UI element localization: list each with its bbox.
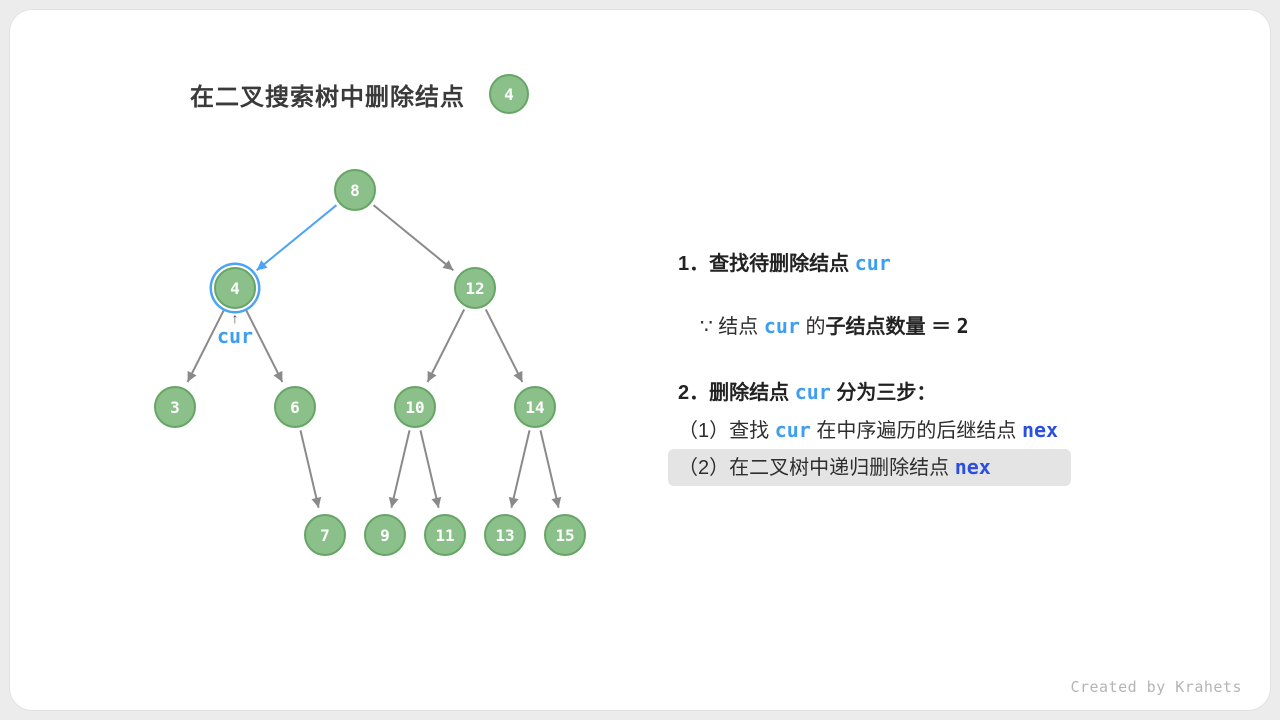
tree-node-6: 6 (274, 386, 316, 428)
tree-node-8: 8 (334, 169, 376, 211)
tree-edge-8-4 (256, 204, 338, 272)
tree-node-14: 14 (514, 386, 556, 428)
code-token-nex: nex (954, 455, 991, 479)
note-line-5: （2）在二叉树中递归删除结点 nex (668, 449, 1071, 486)
tree-edge-4-3 (186, 308, 226, 383)
code-token-cur: cur (774, 418, 811, 442)
page-title: 在二叉搜索树中删除结点 (190, 83, 465, 111)
note-line-3: 2．删除结点 cur 分为三步： (678, 374, 936, 411)
tree-edge-10-9 (388, 430, 411, 508)
tree-node-11: 11 (424, 514, 466, 556)
code-token-cur: cur (854, 251, 891, 275)
text-segment: 子结点数量 (825, 316, 926, 338)
text-segment: 2 (956, 314, 969, 338)
text-segment: ＝ (925, 316, 957, 338)
tree-node-13: 13 (484, 514, 526, 556)
tree-edge-8-12 (372, 204, 454, 272)
text-segment: ∵ 结点 (700, 316, 764, 338)
text-segment: （1）查找 (678, 420, 775, 442)
tree-edge-10-11 (419, 430, 442, 508)
tree-node-3: 3 (154, 386, 196, 428)
note-line-4: （1）查找 cur 在中序遍历的后继结点 nex (678, 412, 1058, 449)
cur-pointer: ↑ cur (216, 310, 254, 348)
text-segment: 的 (799, 316, 826, 338)
up-arrow-icon: ↑ (231, 310, 239, 326)
figure-card (10, 10, 1270, 710)
tree-edge-14-15 (539, 430, 562, 508)
watermark: Created by Krahets (1070, 678, 1242, 696)
note-line-1: 1．查找待删除结点 cur (678, 245, 891, 282)
code-token-cur: cur (763, 314, 800, 338)
cur-pointer-label: cur (216, 324, 254, 348)
tree-node-15: 15 (544, 514, 586, 556)
text-segment: （2）在二叉树中递归删除结点 (678, 457, 955, 479)
note-line-2: ∵ 结点 cur 的子结点数量 ＝ 2 (700, 308, 969, 345)
text-segment: 1．查找待删除结点 (678, 253, 855, 275)
text-segment: 2．删除结点 (678, 382, 795, 404)
tree-edge-6-7 (299, 430, 322, 508)
tree-node-10: 10 (394, 386, 436, 428)
text-segment: 分为三步： (830, 382, 937, 404)
tree-node-7: 7 (304, 514, 346, 556)
title-badge-node: 4 (489, 74, 529, 114)
tree-node-4: 4 (214, 267, 256, 309)
code-token-cur: cur (794, 380, 831, 404)
text-segment: 在中序遍历的后继结点 (810, 420, 1022, 442)
title-row: 在二叉搜索树中删除结点 4 (190, 74, 529, 114)
tree-node-12: 12 (454, 267, 496, 309)
code-token-nex: nex (1021, 418, 1059, 442)
tree-node-9: 9 (364, 514, 406, 556)
tree-edge-12-10 (426, 308, 466, 383)
tree-edge-4-6 (244, 308, 284, 383)
tree-edge-14-13 (508, 430, 531, 508)
tree-edge-12-14 (484, 308, 524, 383)
